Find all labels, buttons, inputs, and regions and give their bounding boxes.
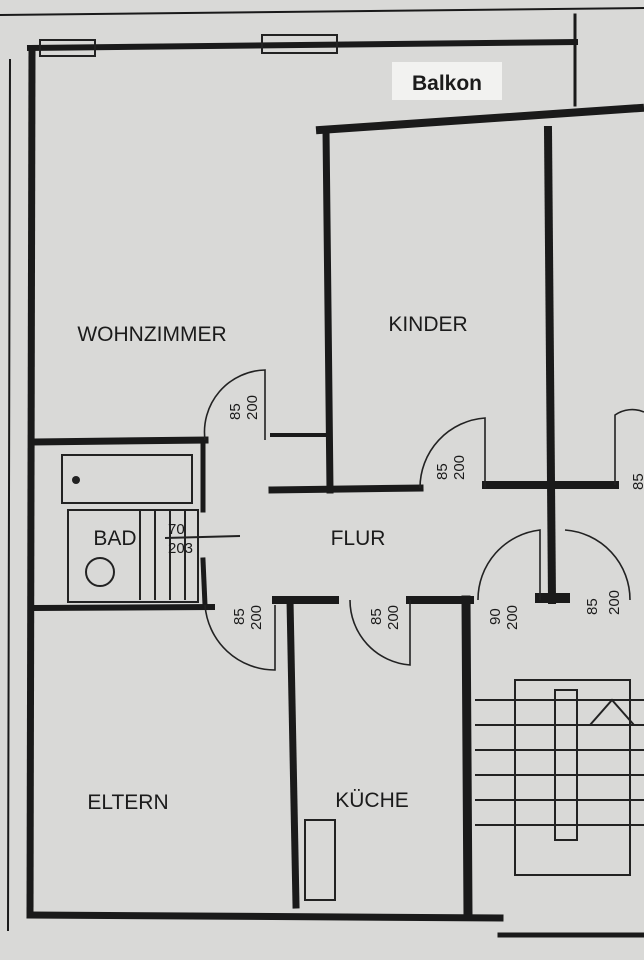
door-width: 85 — [630, 473, 644, 490]
door-height: 200 — [606, 590, 623, 615]
door-width: 90 — [487, 608, 504, 625]
door-width: 85 — [231, 608, 248, 625]
walls — [0, 6, 644, 938]
room-labels: Balkon WOHNZIMMER KINDER BAD FLUR ELTERN… — [77, 62, 502, 814]
door-height: 200 — [504, 605, 521, 630]
door-width: 85 — [227, 403, 244, 420]
room-label-kueche: KÜCHE — [335, 789, 409, 812]
door-width: 85 — [584, 598, 601, 615]
room-label-flur: FLUR — [331, 527, 386, 550]
door-height: 200 — [451, 455, 468, 480]
door-swings — [203, 369, 644, 671]
room-label-bad: BAD — [93, 527, 136, 550]
door-height: 200 — [244, 395, 261, 420]
room-label-kinder: KINDER — [388, 313, 467, 336]
door-width: 85 — [434, 463, 451, 480]
staircase — [304, 679, 644, 901]
door-width: 70 — [168, 521, 185, 538]
room-label-balkon: Balkon — [412, 72, 482, 95]
room-label-eltern: ELTERN — [87, 791, 168, 814]
door-height: 200 — [385, 605, 402, 630]
door-width: 85 — [368, 608, 385, 625]
door-height: 203 — [168, 540, 193, 557]
balkon-label-box — [392, 62, 502, 100]
door-height: 200 — [248, 605, 265, 630]
door-dimensions: 85 200 85 200 70 203 85 200 85 200 90 20… — [164, 395, 644, 630]
room-label-wohnzimmer: WOHNZIMMER — [77, 323, 226, 346]
bathroom-fixtures — [61, 454, 199, 603]
